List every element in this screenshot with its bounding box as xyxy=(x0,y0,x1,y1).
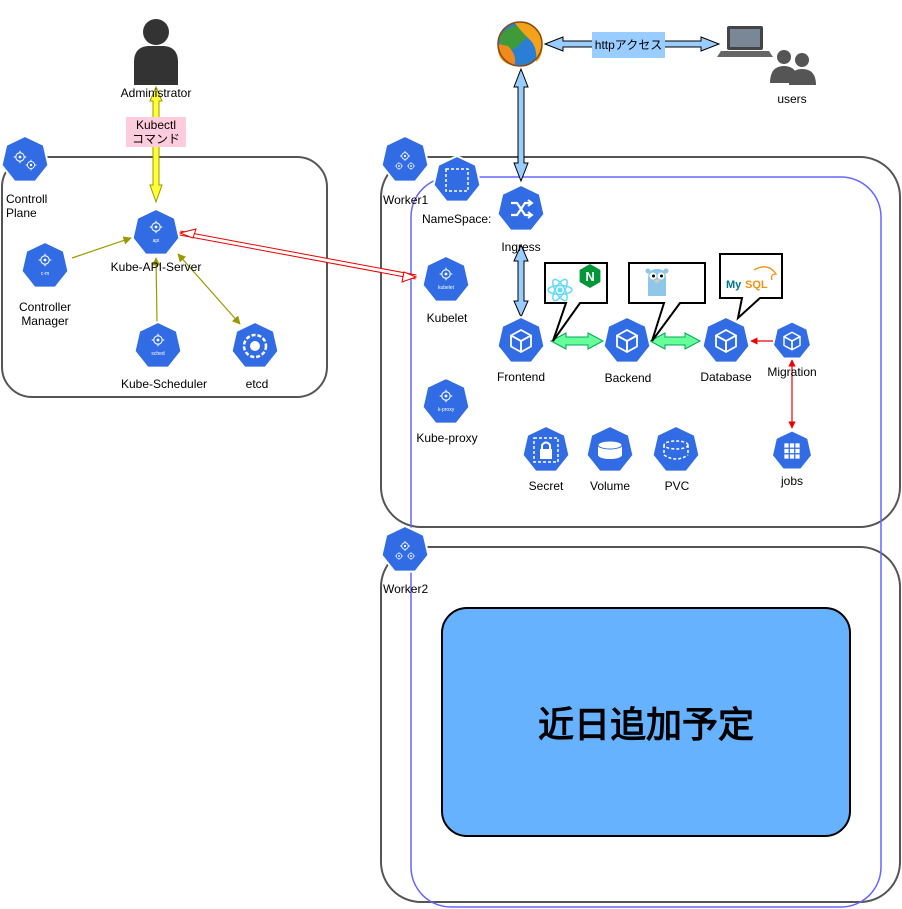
kubectl-command-tag: Kubectl コマンド xyxy=(126,117,186,147)
browser-icon xyxy=(497,21,543,67)
cm-icon-text: c-m xyxy=(41,271,49,277)
sched-icon-text: sched xyxy=(151,351,165,357)
backend-database-arrow xyxy=(648,332,702,350)
ingress-frontend-arrow xyxy=(513,243,529,319)
api-icon-text: api xyxy=(153,238,160,244)
nginx-logo-icon: N xyxy=(579,264,601,288)
mysql-my: My xyxy=(726,279,742,291)
mysql-logo-icon: My SQL xyxy=(726,266,778,291)
namespace-label: NameSpace: xyxy=(422,212,492,226)
react-logo-icon xyxy=(547,278,573,302)
worker2-title: Worker2 xyxy=(383,582,429,596)
go-gopher-icon xyxy=(645,268,669,296)
frontend-pod-icon xyxy=(496,316,546,364)
kubectl-line1: Kubectl xyxy=(135,118,177,132)
jobs-label: jobs xyxy=(780,474,804,488)
backend-label: Backend xyxy=(604,371,652,385)
controller-manager-icon: c-m xyxy=(20,241,70,289)
laptop-icon xyxy=(717,26,773,57)
users-icon xyxy=(770,50,816,85)
users-label: users xyxy=(777,92,807,106)
etcd-icon xyxy=(230,321,280,369)
frontend-tech-callout: N xyxy=(544,262,608,342)
secret-icon xyxy=(521,425,571,473)
http-access-tag: httpアクセス xyxy=(592,32,665,58)
kube-proxy-icon: k-proxy xyxy=(421,377,471,425)
controller-manager-label-1: Controller xyxy=(18,300,72,314)
cm-api-link xyxy=(71,236,132,259)
etcd-api-link xyxy=(177,253,241,325)
scheduler-icon: sched xyxy=(133,321,183,369)
controller-manager-label-2: Manager xyxy=(21,314,69,328)
backend-tech-callout xyxy=(628,262,706,342)
pvc-label: PVC xyxy=(664,479,690,493)
kubelet-icon-text: kubelet xyxy=(438,285,455,291)
control-plane-title-1: Controll xyxy=(6,192,48,206)
worker2-box xyxy=(380,546,901,903)
jobs-icon xyxy=(771,429,813,471)
scheduler-api-link xyxy=(151,257,161,323)
api-server-icon: api xyxy=(131,208,181,256)
volume-icon xyxy=(585,425,635,473)
worker1-icon xyxy=(380,135,430,183)
kproxy-icon-text: k-proxy xyxy=(438,407,455,413)
administrator-icon xyxy=(134,19,178,85)
ingress-label: Ingress xyxy=(501,240,541,254)
frontend-backend-arrow xyxy=(549,332,605,350)
administrator-label: Administrator xyxy=(120,86,192,100)
api-server-label: Kube-API-Server xyxy=(110,260,202,274)
backend-pod-icon xyxy=(602,316,652,364)
database-pod-icon xyxy=(701,316,751,364)
nginx-logo-text: N xyxy=(585,269,594,284)
control-plane-box xyxy=(1,156,328,398)
worker1-title: Worker1 xyxy=(383,193,429,207)
migration-pod-icon xyxy=(772,320,812,360)
database-label: Database xyxy=(700,370,752,384)
control-plane-icon xyxy=(0,135,50,183)
migration-label: Migration xyxy=(767,365,817,379)
etcd-label: etcd xyxy=(245,377,269,391)
coming-soon-box: 近日追加予定 xyxy=(441,607,851,837)
frontend-label: Frontend xyxy=(496,370,546,384)
kube-proxy-label: Kube-proxy xyxy=(416,431,478,445)
kubelet-label: Kubelet xyxy=(426,311,468,325)
browser-ingress-arrow xyxy=(513,67,529,183)
scheduler-label: Kube-Scheduler xyxy=(120,377,208,391)
pvc-icon xyxy=(651,425,701,473)
kubelet-icon: kubelet xyxy=(421,255,471,303)
kubectl-line2: コマンド xyxy=(131,132,180,146)
secret-label: Secret xyxy=(528,479,564,493)
volume-label: Volume xyxy=(589,479,631,493)
ingress-icon xyxy=(496,184,546,232)
worker2-icon xyxy=(380,525,430,573)
worker1-box xyxy=(380,156,901,528)
coming-soon-text: 近日追加予定 xyxy=(537,705,754,746)
namespace-icon xyxy=(432,155,482,203)
control-plane-title-2: Plane xyxy=(6,206,37,220)
database-tech-callout: My SQL xyxy=(719,253,783,321)
mysql-sql: SQL xyxy=(745,279,768,291)
